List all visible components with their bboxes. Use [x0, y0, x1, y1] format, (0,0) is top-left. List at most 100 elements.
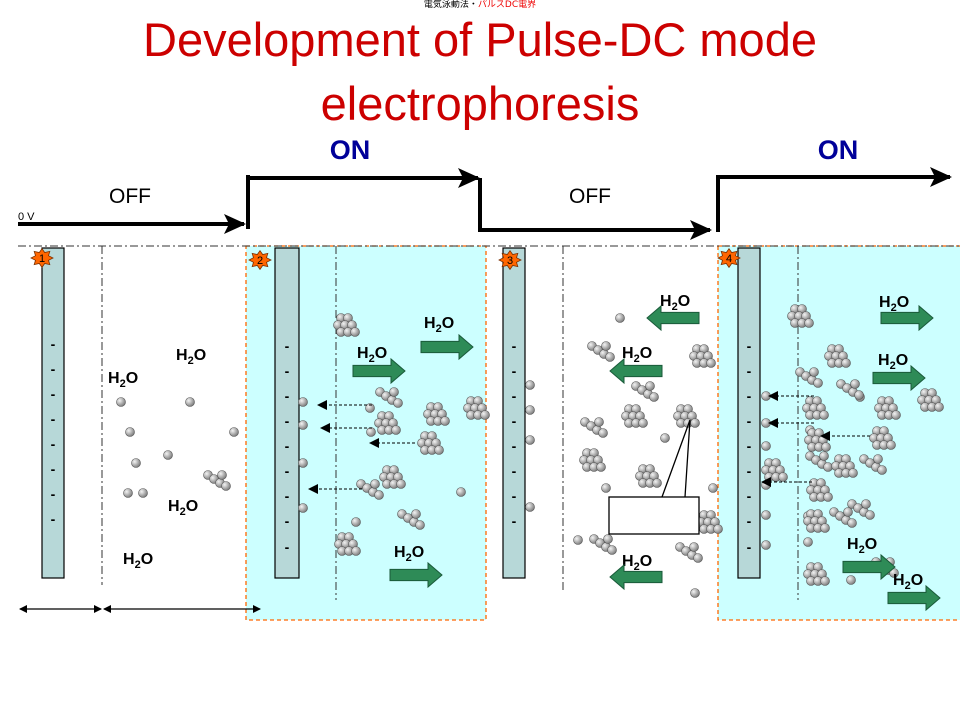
negative-charge-sign: -: [51, 386, 56, 402]
negative-charge-sign: -: [285, 513, 290, 529]
water-flow-right-arrow: [420, 333, 474, 361]
negative-charge-sign: -: [747, 388, 752, 404]
water-flow-right-arrow: [842, 553, 896, 581]
particle: [391, 425, 401, 435]
particle: [804, 318, 814, 328]
water-label: H2O: [176, 347, 206, 367]
phase-label-on-2: ON: [818, 135, 859, 165]
particle: [480, 410, 490, 420]
water-label: H2O: [123, 551, 153, 571]
particle: [221, 481, 231, 491]
electrode-4: [737, 247, 761, 579]
particle: [690, 588, 700, 598]
particle: [819, 410, 829, 420]
particle: [820, 576, 830, 586]
particle: [813, 378, 823, 388]
particle: [440, 416, 450, 426]
negative-charge-sign: -: [747, 338, 752, 354]
particle: [638, 418, 648, 428]
phase-label-off-2: OFF: [569, 185, 611, 208]
particle: [596, 462, 606, 472]
particle: [649, 392, 659, 402]
step-number: 4: [726, 253, 732, 265]
water-label: H2O: [879, 294, 909, 314]
phase-label-on-1: ON: [330, 135, 371, 165]
particle: [778, 472, 788, 482]
particle: [601, 483, 611, 493]
particle: [229, 427, 239, 437]
water-label: H2O: [622, 345, 652, 365]
particle: [645, 381, 655, 391]
particle: [131, 458, 141, 468]
particle: [525, 405, 535, 415]
particle: [125, 427, 135, 437]
particle: [415, 520, 425, 530]
negative-charge-sign: -: [747, 438, 752, 454]
negative-charge-sign: -: [285, 388, 290, 404]
particle: [601, 341, 611, 351]
particle: [877, 465, 887, 475]
particle: [848, 468, 858, 478]
particle: [370, 479, 380, 489]
electrode-3: [502, 247, 526, 579]
particle: [713, 524, 723, 534]
step-badge-1: [30, 248, 54, 269]
particle: [803, 537, 813, 547]
particle: [843, 507, 853, 517]
water-flow-right-arrow: [389, 561, 443, 589]
negative-charge-sign: -: [747, 488, 752, 504]
particle: [823, 492, 833, 502]
negative-charge-sign: -: [51, 436, 56, 452]
particle: [525, 435, 535, 445]
negative-charge-sign: -: [747, 539, 752, 555]
negative-charge-sign: -: [512, 513, 517, 529]
step-badge-2: [248, 250, 272, 271]
water-label: H2O: [893, 572, 923, 592]
particle: [525, 502, 535, 512]
water-flow-left-arrow: [609, 563, 663, 591]
particle: [138, 488, 148, 498]
water-flow-right-arrow: [887, 584, 941, 612]
page-title-line2: electrophoresis: [320, 77, 640, 130]
negative-charge-sign: -: [285, 463, 290, 479]
particle: [525, 380, 535, 390]
negative-charge-sign: -: [512, 488, 517, 504]
particle: [123, 488, 133, 498]
particle: [823, 462, 833, 472]
particle: [850, 379, 860, 389]
water-flow-left-arrow: [609, 357, 663, 385]
particle: [693, 553, 703, 563]
particle: [891, 410, 901, 420]
particle: [761, 510, 771, 520]
particle: [660, 433, 670, 443]
water-flow-right-arrow: [872, 364, 926, 392]
negative-charge-sign: -: [285, 413, 290, 429]
water-label: H2O: [394, 544, 424, 564]
negative-charge-sign: -: [512, 413, 517, 429]
particle: [393, 398, 403, 408]
particle: [396, 479, 406, 489]
negative-charge-sign: -: [512, 363, 517, 379]
header-note: 電気泳動法・パルスDC電界: [0, 0, 960, 10]
particle: [365, 403, 375, 413]
step-number: 2: [257, 255, 263, 267]
water-label: H2O: [847, 536, 877, 556]
water-label: H2O: [622, 553, 652, 573]
negative-charge-sign: -: [51, 336, 56, 352]
particle: [819, 451, 829, 461]
water-label: H2O: [357, 345, 387, 365]
particle: [861, 499, 871, 509]
water-label: H2O: [168, 498, 198, 518]
negative-charge-sign: -: [512, 388, 517, 404]
header-note-black: 電気泳動法・: [423, 0, 478, 10]
particle: [809, 367, 819, 377]
particle: [761, 540, 771, 550]
particle: [411, 509, 421, 519]
particle: [761, 391, 771, 401]
particle: [605, 352, 615, 362]
negative-charge-sign: -: [51, 461, 56, 477]
particle: [652, 478, 662, 488]
particle: [298, 397, 308, 407]
negative-charge-sign: -: [747, 463, 752, 479]
